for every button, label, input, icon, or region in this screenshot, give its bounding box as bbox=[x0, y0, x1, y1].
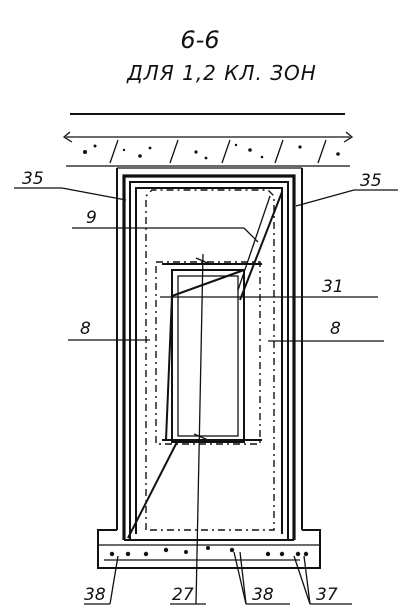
opening bbox=[155, 261, 262, 445]
label-9: 9 bbox=[86, 208, 97, 228]
slab-hatch bbox=[83, 139, 340, 164]
axis-27 bbox=[195, 253, 204, 605]
label-35-left: 35 bbox=[22, 169, 44, 189]
label-38-left: 38 bbox=[84, 585, 106, 605]
label-37: 37 bbox=[316, 585, 338, 605]
label-27: 27 bbox=[172, 585, 194, 605]
label-31: 31 bbox=[322, 277, 344, 297]
label-8-left: 8 bbox=[80, 319, 91, 339]
leaders bbox=[14, 187, 398, 605]
section-subtitle: ДЛЯ 1,2 КЛ. ЗОН bbox=[126, 61, 317, 85]
floor-slab bbox=[62, 113, 354, 167]
label-35-right: 35 bbox=[360, 171, 382, 191]
section-title: 6-6 bbox=[180, 26, 219, 54]
label-38-mid: 38 bbox=[252, 585, 274, 605]
outer-reinforcement bbox=[122, 174, 296, 541]
inner-contour bbox=[145, 189, 275, 531]
label-8-right: 8 bbox=[330, 319, 341, 339]
inclined-bars bbox=[127, 191, 283, 539]
bottom-bars bbox=[104, 546, 309, 561]
